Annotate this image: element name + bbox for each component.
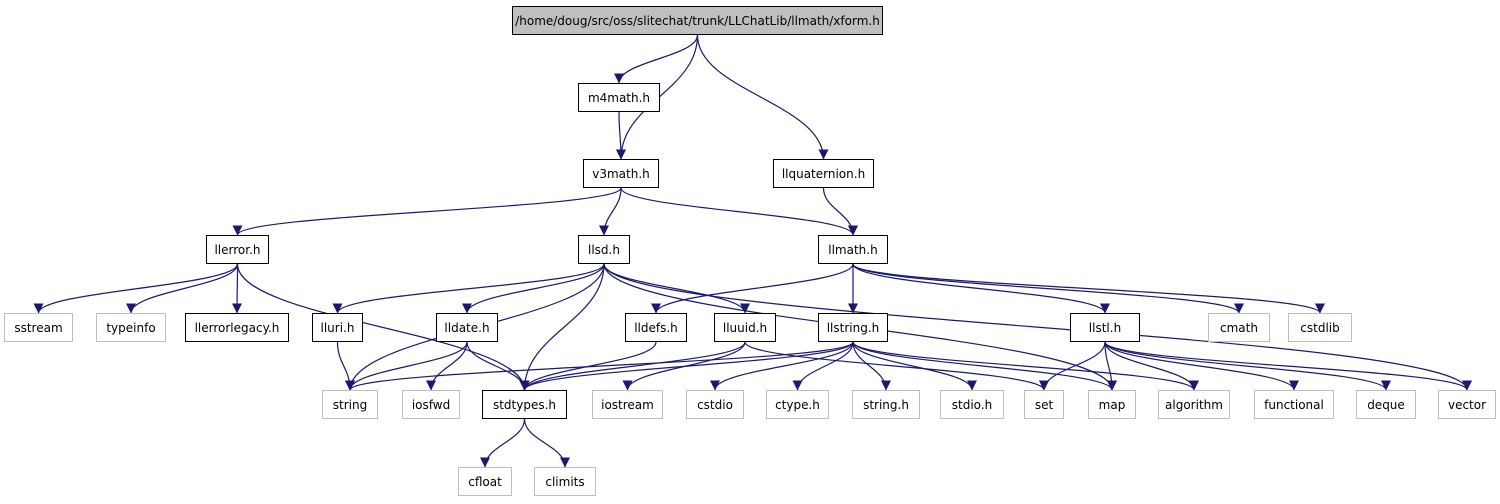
edge-llstring-to-stdtypes (519, 341, 854, 391)
node-climits: climits (534, 467, 596, 496)
node-llstring[interactable]: llstring.h (818, 313, 888, 342)
node-stdtypes[interactable]: stdtypes.h (482, 390, 567, 419)
edge-llerror-to-llerrorlegacy (232, 263, 243, 314)
node-lluri[interactable]: lluri.h (312, 313, 363, 342)
edge-lldate-to-stdtypes (466, 341, 530, 391)
node-v3math[interactable]: v3math.h (583, 159, 659, 188)
node-root[interactable]: /home/doug/src/oss/slitechat/trunk/LLCha… (512, 6, 883, 35)
edge-lluuid-to-stdtypes (519, 341, 746, 391)
node-functional: functional (1254, 390, 1334, 419)
edge-llstring-to-stdio (852, 341, 977, 391)
node-sstream: sstream (4, 313, 73, 342)
edge-llmath-to-cmath (852, 263, 1244, 314)
edge-lldate-to-iosfwd (426, 341, 468, 391)
node-lldefs[interactable]: lldefs.h (625, 313, 687, 342)
edge-llstl-to-functional (1104, 341, 1299, 391)
edge-lluri-to-string (336, 341, 355, 391)
node-lluuid[interactable]: lluuid.h (714, 313, 776, 342)
edge-stdtypes-to-cfloat (480, 418, 526, 468)
edge-v3math-to-llerror (232, 187, 622, 236)
node-lldate[interactable]: lldate.h (436, 313, 498, 342)
edge-m4math-to-v3math (615, 111, 626, 160)
node-set: set (1024, 390, 1064, 419)
node-llerrorlegacy[interactable]: llerrorlegacy.h (185, 313, 289, 342)
edge-llstring-to-string-h (852, 341, 891, 391)
edge-llstl-to-algorithm (1104, 341, 1199, 391)
node-cstdlib: cstdlib (1288, 313, 1352, 342)
edge-root-to-m4math (614, 34, 699, 84)
edge-llstring-to-algorithm (852, 341, 1199, 391)
edge-llmath-to-cstdlib (852, 263, 1325, 314)
node-string-h: string.h (852, 390, 920, 419)
edge-llsd-to-lluri (332, 263, 605, 314)
edge-llerror-to-sstream (33, 263, 239, 314)
edge-llmath-to-lldefs (651, 263, 854, 314)
edge-lluuid-to-set (744, 341, 1049, 391)
edge-llstl-to-map (1104, 341, 1117, 391)
node-cstdio: cstdio (686, 390, 744, 419)
edge-llerror-to-typeinfo (126, 263, 239, 314)
node-algorithm: algorithm (1158, 390, 1230, 419)
edge-llmath-to-llstl (852, 263, 1110, 314)
edge-v3math-to-llsd (599, 187, 622, 236)
node-vector: vector (1438, 390, 1496, 419)
node-llquaternion[interactable]: llquaternion.h (773, 159, 874, 188)
edge-llsd-to-stdtypes (519, 263, 605, 391)
edge-llstring-to-ctype (792, 341, 854, 391)
edge-llsd-to-lluuid (603, 263, 750, 314)
node-llerror[interactable]: llerror.h (206, 235, 269, 264)
edge-llstl-to-deque (1104, 341, 1391, 391)
edge-llstl-to-set (1039, 341, 1106, 391)
node-deque: deque (1356, 390, 1416, 419)
node-cmath: cmath (1208, 313, 1270, 342)
edge-llstring-to-cstdio (710, 341, 854, 391)
edge-root-to-llquaternion (696, 34, 829, 160)
node-llsd[interactable]: llsd.h (578, 235, 630, 264)
edge-llsd-to-vector (603, 263, 1472, 391)
node-ctype: ctype.h (766, 390, 829, 419)
edge-llstring-to-map (852, 341, 1117, 391)
node-iostream: iostream (592, 390, 663, 419)
edge-llquaternion-to-llmath (822, 187, 858, 236)
edge-v3math-to-llmath (620, 187, 858, 236)
edge-stdtypes-to-climits (523, 418, 570, 468)
edge-llstring-to-string (345, 341, 854, 391)
node-string: string (322, 390, 378, 419)
node-typeinfo: typeinfo (96, 313, 166, 342)
edge-llsd-to-lldate (462, 263, 605, 314)
node-m4math[interactable]: m4math.h (578, 83, 660, 112)
node-iosfwd: iosfwd (402, 390, 460, 419)
node-cfloat: cfloat (458, 467, 512, 496)
edge-llerror-to-stdtypes (236, 263, 530, 391)
node-llstl[interactable]: llstl.h (1070, 313, 1140, 342)
node-llmath[interactable]: llmath.h (818, 235, 888, 264)
node-stdio: stdio.h (940, 390, 1004, 419)
edge-llstl-to-vector (1104, 341, 1472, 391)
node-map: map (1088, 390, 1136, 419)
